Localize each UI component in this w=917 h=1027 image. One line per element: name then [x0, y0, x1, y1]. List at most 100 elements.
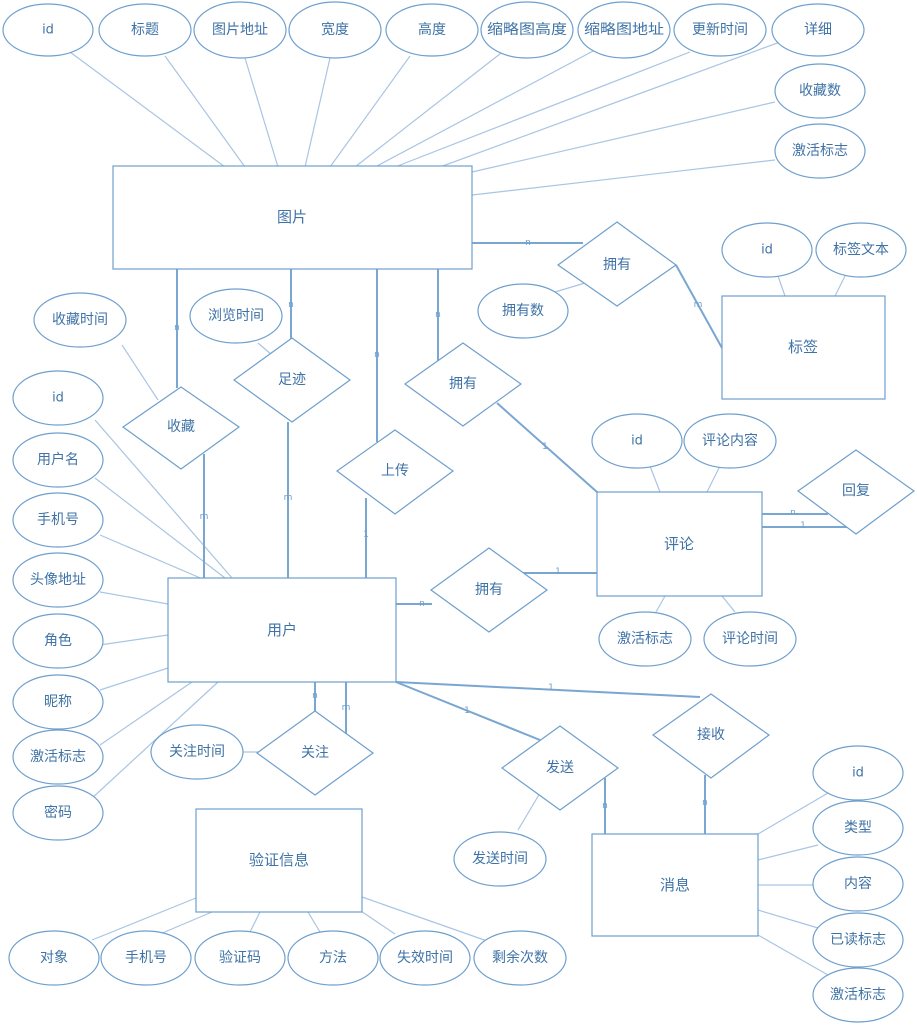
relationship-receive[interactable]: 接收: [651, 693, 771, 779]
svg-text:失效时间: 失效时间: [397, 950, 453, 966]
relationship-favorite[interactable]: 收藏: [121, 386, 241, 470]
card-picture-comment-picture: n: [435, 310, 441, 320]
attr-verification-method: 方法: [287, 930, 379, 986]
relationship-follow-label: 关注: [301, 745, 329, 761]
attr-message-id: id: [812, 745, 904, 801]
relationship-reply[interactable]: 回复: [796, 449, 916, 535]
attr-message-type: 类型: [812, 800, 904, 856]
attr-user-phone: 手机号: [12, 492, 104, 548]
relationship-picture-tag[interactable]: 拥有: [556, 221, 678, 307]
svg-text:激活标志: 激活标志: [830, 986, 886, 1003]
relationship-user-comment[interactable]: 拥有: [429, 547, 549, 633]
entity-picture-label: 图片: [277, 208, 307, 226]
svg-text:验证码: 验证码: [219, 950, 261, 966]
entity-user[interactable]: 用户: [167, 577, 397, 683]
svg-text:密码: 密码: [44, 804, 72, 821]
svg-text:手机号: 手机号: [125, 950, 167, 966]
attr-user-role: 角色: [12, 613, 104, 669]
svg-text:id: id: [42, 23, 54, 38]
card-receive-message: n: [702, 798, 708, 808]
svg-text:id: id: [761, 243, 773, 258]
card-upload-user: 1: [363, 530, 369, 540]
attr-picture-title: 标题: [98, 3, 192, 57]
card-picture-tag-tag: m: [694, 300, 703, 310]
attr-verification-target: 对象: [8, 930, 100, 986]
svg-text:角色: 角色: [44, 632, 72, 649]
attr-message-read: 已读标志: [812, 912, 904, 968]
attr-verification-code: 验证码: [194, 930, 286, 986]
svg-text:浏览时间: 浏览时间: [208, 308, 264, 324]
svg-text:头像地址: 头像地址: [30, 572, 86, 588]
svg-text:缩略图高度: 缩略图高度: [487, 21, 567, 38]
attr-picture-url: 图片地址: [193, 1, 287, 59]
attr-comment-time: 评论时间: [703, 611, 797, 667]
card-receive-user: 1: [548, 683, 554, 693]
relationship-picture-comment[interactable]: 拥有: [403, 342, 523, 427]
attr-comment-content: 评论内容: [683, 413, 777, 469]
attr-picture-favcount: 收藏数: [774, 63, 866, 119]
svg-text:id: id: [631, 434, 643, 449]
attr-footprint-time: 浏览时间: [189, 288, 283, 344]
attr-user-username: 用户名: [12, 432, 104, 488]
attr-follow-time: 关注时间: [150, 724, 244, 780]
attr-verification-phone: 手机号: [100, 930, 192, 986]
entity-picture[interactable]: 图片: [112, 165, 473, 270]
attr-message-content: 内容: [812, 856, 904, 912]
relationship-footprint[interactable]: 足迹: [232, 337, 352, 423]
svg-text:激活标志: 激活标志: [617, 630, 673, 647]
cardinality-labels: n m n m n m n 1 n 1 n 1 n 1 n m 1 n 1 n: [174, 238, 806, 811]
relationship-receive-label: 接收: [697, 726, 725, 743]
card-picture-comment-comment: 1: [542, 442, 548, 452]
attribute-edges: [69, 41, 846, 976]
card-footprint-user: m: [284, 493, 293, 503]
attr-picture-thumb-url: 缩略图地址: [577, 1, 671, 59]
attr-send-time: 发送时间: [453, 831, 547, 887]
attr-verification-expiry: 失效时间: [379, 930, 471, 986]
svg-text:激活标志: 激活标志: [30, 748, 86, 765]
svg-text:昵称: 昵称: [44, 694, 72, 710]
entity-comment[interactable]: 评论: [596, 491, 763, 597]
svg-text:手机号: 手机号: [37, 512, 79, 528]
attr-picture-detail: 详细: [771, 3, 865, 57]
attr-comment-active: 激活标志: [598, 611, 692, 667]
card-favorite-user: m: [200, 512, 209, 522]
attr-picture-updated: 更新时间: [673, 3, 767, 57]
entity-tag-label: 标签: [788, 338, 818, 356]
attr-message-active: 激活标志: [812, 967, 904, 1023]
entity-tag[interactable]: 标签: [721, 295, 886, 400]
card-upload-picture: n: [374, 350, 380, 360]
svg-text:已读标志: 已读标志: [830, 931, 886, 948]
relationship-upload[interactable]: 上传: [335, 429, 455, 515]
svg-text:图片地址: 图片地址: [212, 22, 268, 38]
svg-text:用户名: 用户名: [37, 451, 79, 468]
svg-text:评论时间: 评论时间: [722, 631, 778, 647]
svg-text:类型: 类型: [844, 820, 872, 836]
svg-text:方法: 方法: [319, 950, 347, 966]
card-send-message: n: [602, 801, 608, 811]
svg-text:标题: 标题: [131, 22, 159, 38]
attr-picture-tag-count: 拥有数: [477, 283, 569, 339]
attr-picture-width: 宽度: [288, 1, 382, 59]
entity-verification[interactable]: 验证信息: [195, 808, 363, 913]
svg-text:剩余次数: 剩余次数: [492, 949, 548, 966]
attr-user-id: id: [12, 370, 104, 426]
svg-text:id: id: [852, 766, 864, 781]
svg-text:宽度: 宽度: [321, 21, 349, 38]
svg-text:发送时间: 发送时间: [472, 851, 528, 867]
relationship-reply-label: 回复: [842, 482, 870, 499]
entity-message[interactable]: 消息: [591, 833, 759, 937]
entity-comment-label: 评论: [664, 535, 694, 553]
relationship-send[interactable]: 发送: [500, 725, 620, 811]
entity-verification-label: 验证信息: [249, 851, 309, 869]
attr-picture-id: id: [2, 3, 94, 57]
relationship-upload-label: 上传: [381, 463, 409, 479]
attr-picture-height: 高度: [385, 3, 479, 57]
relationship-follow[interactable]: 关注: [255, 710, 375, 796]
card-reply-n: n: [790, 508, 796, 518]
relationship-user-comment-label: 拥有: [475, 582, 503, 598]
relationship-picture-comment-label: 拥有: [449, 376, 477, 392]
card-send-user: 1: [464, 706, 470, 716]
svg-text:更新时间: 更新时间: [692, 22, 748, 38]
relationship-favorite-label: 收藏: [167, 419, 195, 435]
entity-user-label: 用户: [267, 621, 297, 639]
